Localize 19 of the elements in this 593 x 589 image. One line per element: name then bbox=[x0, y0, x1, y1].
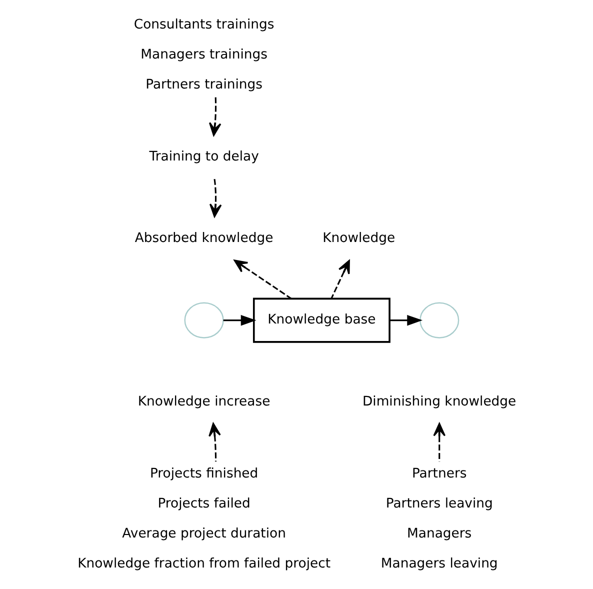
arrow bbox=[433, 422, 446, 462]
node-box: Knowledge base bbox=[252, 298, 390, 343]
arrow bbox=[209, 178, 222, 218]
node-cloud bbox=[420, 302, 460, 338]
node-text: Consultants trainings Managers trainings Partners trainings bbox=[134, 17, 274, 92]
node-text: Absorbed knowledge bbox=[134, 231, 274, 246]
node-text: Knowledge bbox=[322, 231, 396, 246]
arrow bbox=[330, 260, 350, 298]
node-text: Diminishing knowledge bbox=[362, 394, 516, 410]
arrow bbox=[234, 260, 292, 300]
node-cloud bbox=[184, 302, 224, 338]
arrow bbox=[208, 422, 221, 462]
arrow bbox=[208, 97, 222, 136]
arrow bbox=[223, 314, 256, 326]
node-text: Projects finished Projects failed Average project duration Knowledge fraction from failed project bbox=[78, 466, 331, 572]
arrow bbox=[390, 314, 423, 326]
node-text: Partners Partners leaving Managers Managers leaving bbox=[380, 466, 498, 572]
node-text: Training to delay bbox=[149, 149, 259, 164]
node-text: Knowledge increase bbox=[138, 394, 270, 410]
